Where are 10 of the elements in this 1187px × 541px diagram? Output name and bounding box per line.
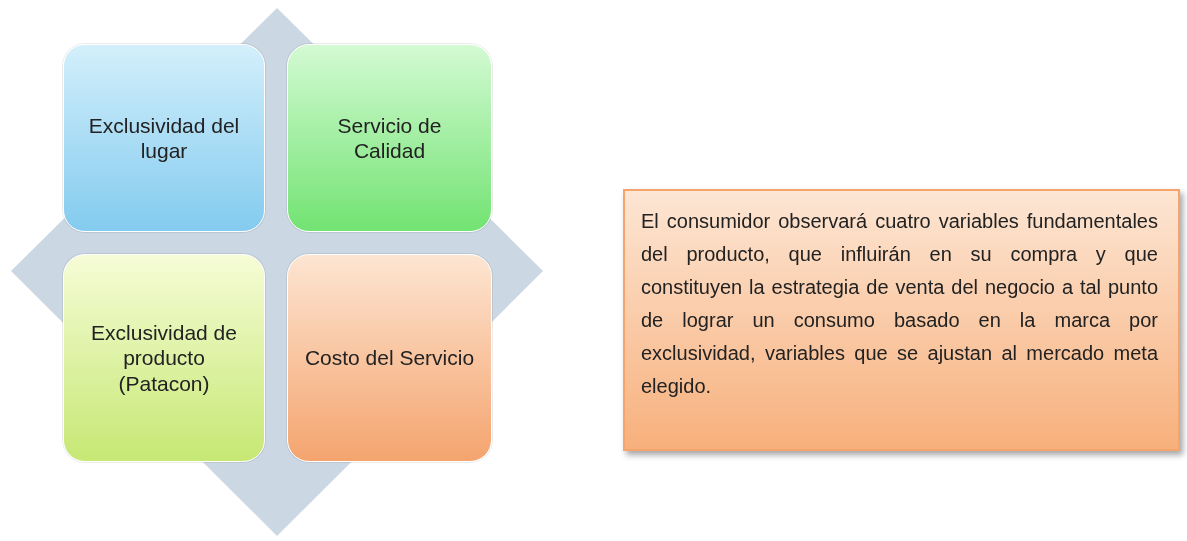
box-label: Servicio de Calidad (336, 112, 443, 164)
process-box (287, 254, 492, 462)
text-panel (623, 189, 1180, 451)
process-box (63, 254, 265, 462)
box-label: Exclusividad del lugar (87, 112, 241, 164)
box-label: Exclusividad de producto (Patacon) (90, 320, 238, 396)
process-box (63, 44, 265, 232)
process-box (287, 44, 492, 232)
description-text: El consumidor observará cuatro variables fundamentales del producto, que influirán en su compra y que constituyen la estrategia de venta del negocio a tal punto de lograr un consumo basado en la marca por exclusividad, variables que se ajustan al mercado meta elegido. (641, 209, 1158, 399)
box-label: Costo del Servicio (303, 345, 476, 371)
